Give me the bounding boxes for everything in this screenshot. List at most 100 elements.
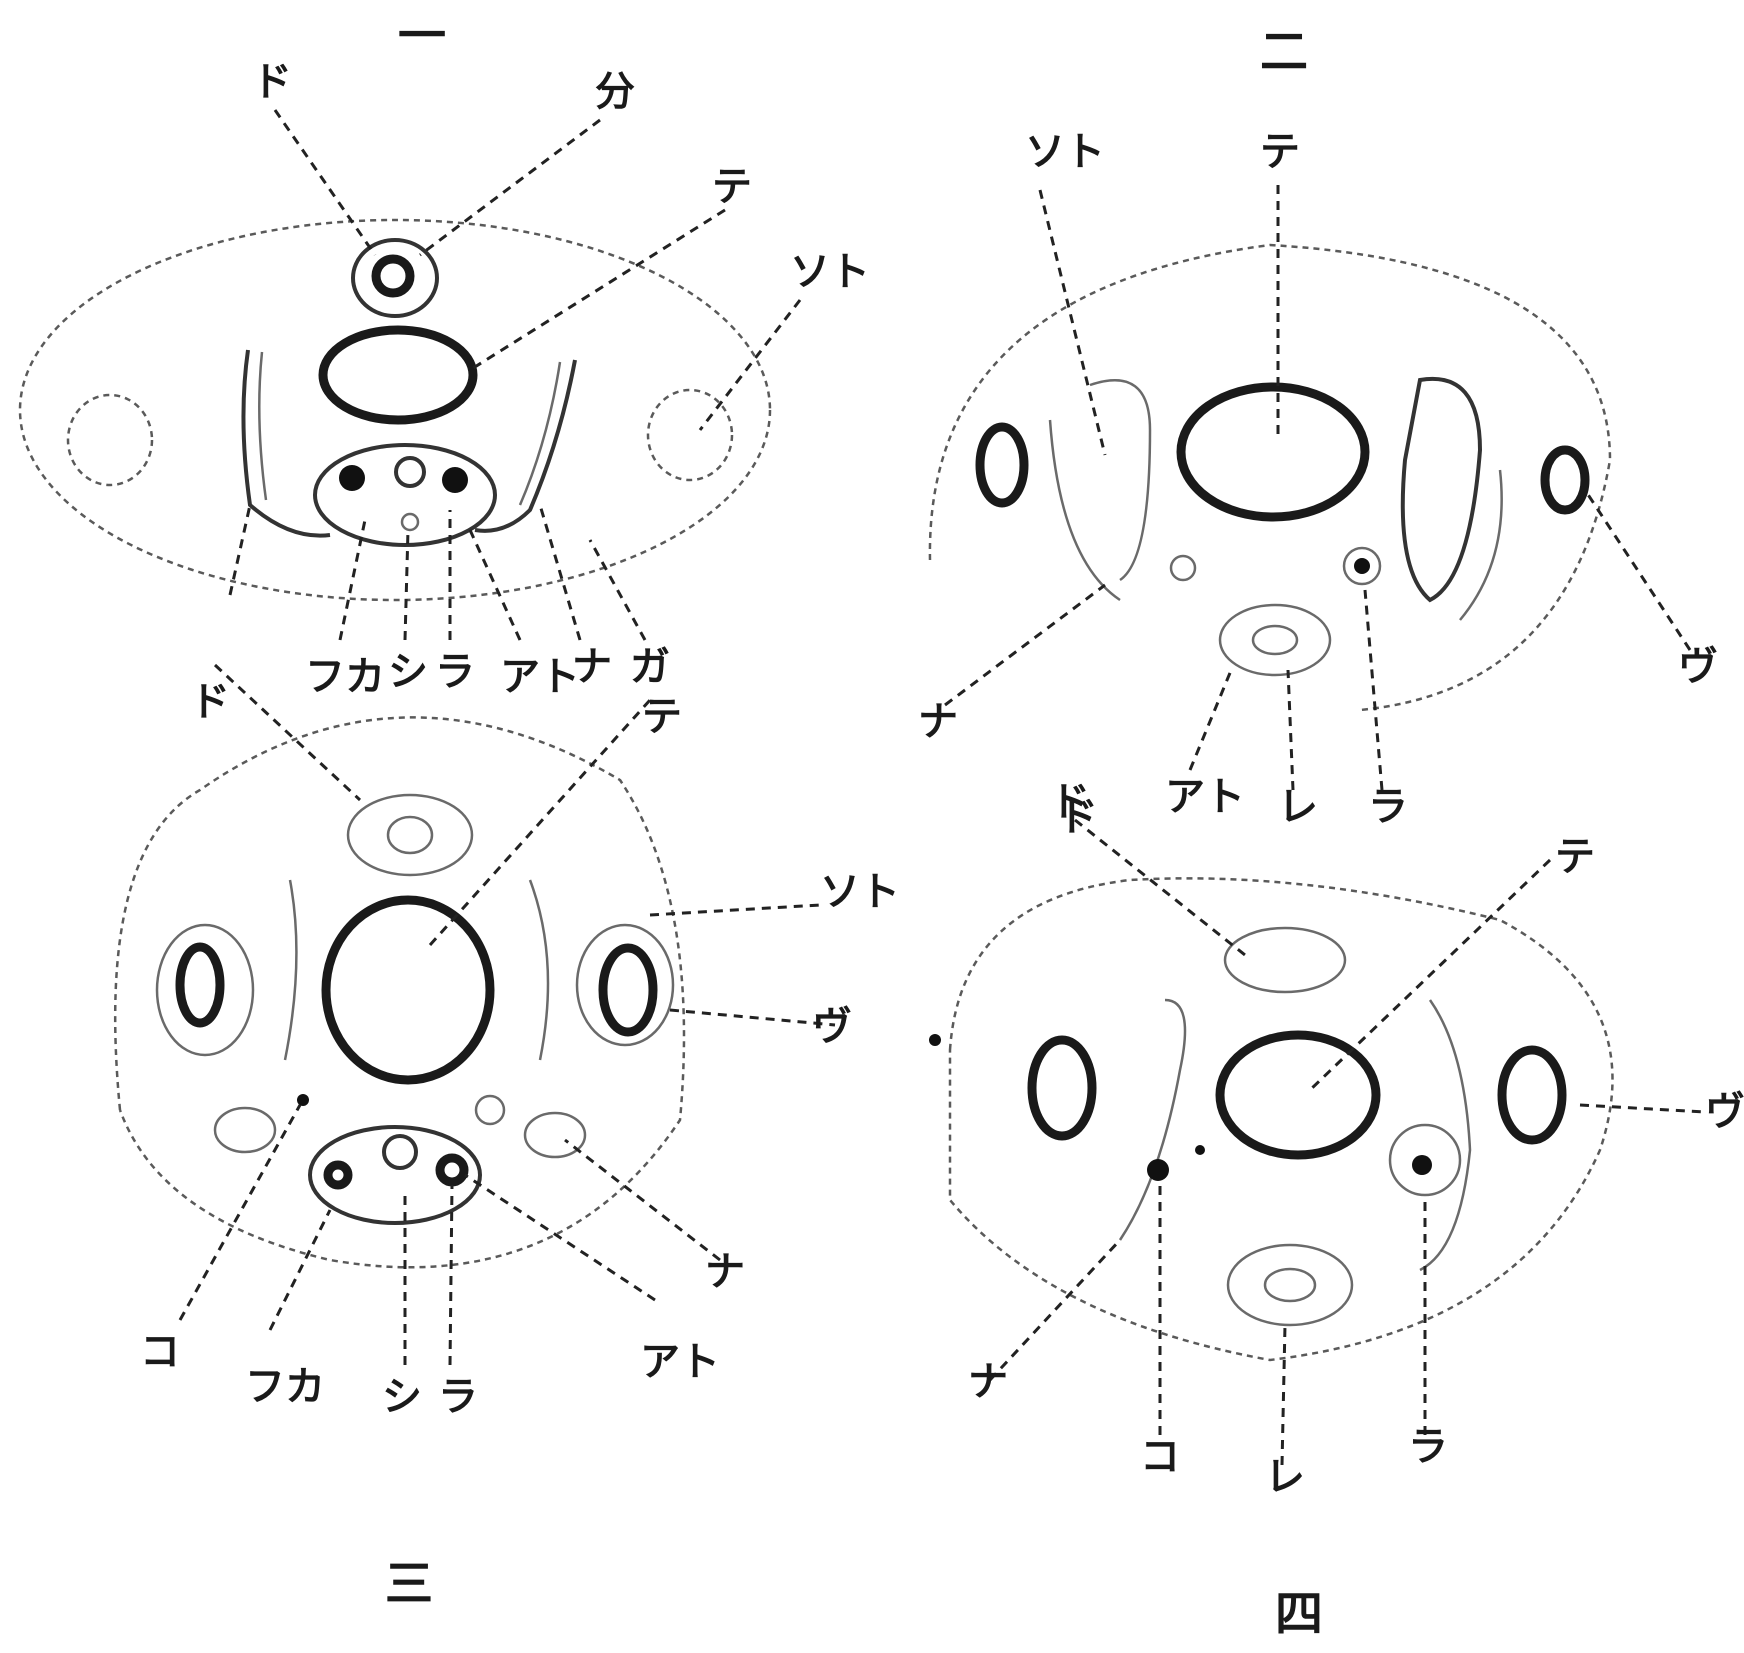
- figure-2-bottom-inner: [1251, 624, 1299, 656]
- figure-1-top-ring: [351, 238, 439, 318]
- figure-4-label: ナ: [968, 1358, 1008, 1405]
- figure-4-number: 四: [1275, 1586, 1323, 1642]
- figure-1-outline: [18, 218, 772, 602]
- figure-2-leader: [944, 583, 1106, 707]
- figure-3-top-oval: [346, 793, 474, 877]
- figure-3-leader: [464, 1173, 656, 1302]
- figure-1-label: ガ: [630, 643, 670, 690]
- figure-4-small-dot: [1195, 1145, 1205, 1155]
- figure-1-number: 一: [398, 8, 446, 64]
- figure-3-bottom-ring-mid: [382, 1134, 418, 1170]
- figure-1-bottom-ring: [394, 456, 426, 488]
- figure-2-leader: [1363, 589, 1384, 791]
- figure-1: 一 ド 分 テ ソト フカ シ ラ アト ナ: [18, 8, 870, 700]
- figure-1-leader: [698, 299, 802, 431]
- figure-4-label: レ: [1265, 1453, 1305, 1500]
- figure-3-central-circle: [321, 895, 495, 1085]
- figure-1-leader: [273, 109, 377, 256]
- figure-3-left-outer: [155, 923, 255, 1057]
- figure-3-bottom-oval: [308, 1125, 482, 1225]
- figure-2-leader: [1286, 669, 1295, 791]
- figure-1-bottom-dot-left: [339, 465, 365, 491]
- figure-1-bottom-oval: [313, 443, 497, 547]
- figure-4-label: コ: [1140, 1433, 1180, 1480]
- figure-2-right-oval: [1540, 445, 1590, 515]
- figure-3-leader: [669, 1008, 836, 1027]
- figure-4-right-dot: [1412, 1155, 1432, 1175]
- figure-3-right-outer: [575, 923, 675, 1047]
- figure-4-bottom-oval: [1226, 1243, 1354, 1327]
- figure-3-bottom-ring-right: [435, 1153, 469, 1187]
- figure-1-label: ド: [252, 58, 292, 105]
- figure-3-left-oval: [175, 942, 225, 1028]
- figure-4-label: ヴ: [1705, 1088, 1744, 1135]
- figure-4-leader: [1308, 858, 1552, 1092]
- figure-2-leader: [1583, 489, 1692, 651]
- figure-2-small-circle: [1169, 554, 1197, 582]
- figure-4-left-oval: [1027, 1035, 1097, 1141]
- figure-2-outline: [928, 243, 1612, 712]
- figure-4-label: ラ: [1408, 1423, 1448, 1470]
- figure-1-label: ナ: [572, 643, 612, 690]
- figure-1-leader: [469, 208, 726, 372]
- figure-3-leader: [178, 1104, 302, 1321]
- figure-1-leader: [468, 529, 522, 641]
- figure-3-leader: [564, 1138, 721, 1262]
- figure-3-label: シ: [382, 1373, 422, 1420]
- figure-2: 二 ソト テ ナ ヴ アト ド レ ラ: [918, 24, 1718, 840]
- figure-1-label: ソト: [790, 248, 870, 295]
- figure-1-left-arm-inner: [258, 351, 268, 501]
- figure-4-label: ド: [1050, 778, 1090, 825]
- figure-3-bottom-ring-left: [323, 1160, 353, 1190]
- figure-2-bottom-oval: [1218, 603, 1332, 677]
- figure-1-leader: [419, 118, 601, 257]
- figure-1-label: フカ: [305, 653, 385, 700]
- figure-2-small-ring: [1342, 546, 1382, 586]
- figure-2-right-lobe: [1400, 376, 1483, 603]
- figure-3-leader: [213, 663, 362, 802]
- figure-1-label: シ: [388, 648, 428, 695]
- figure-3-right-oval: [598, 943, 658, 1037]
- figure-3-right-band: [528, 879, 550, 1061]
- figure-2-central-oval: [1176, 382, 1370, 522]
- figure-4-left-arm: [1118, 998, 1187, 1241]
- figure-1-left-arm: [241, 349, 331, 538]
- figure-3-label: ヴ: [812, 1003, 852, 1050]
- figure-2-label: テ: [1260, 128, 1300, 175]
- figure-2-leader: [1038, 189, 1107, 456]
- figure-3: ド テ ソト ヴ ナ コ フカ シ ラ アト 三: [113, 663, 900, 1612]
- figure-4-dot: [929, 1034, 941, 1046]
- figure-3-right-small: [474, 1094, 506, 1126]
- figure-3-left-band: [283, 879, 298, 1061]
- figure-4: ド テ ヴ ナ コ レ ラ 四: [929, 778, 1744, 1642]
- figure-3-label: ナ: [705, 1248, 745, 1295]
- figure-3-label: ド: [190, 678, 230, 725]
- figure-2-label: ヴ: [1678, 643, 1718, 690]
- figure-4-leader: [1280, 1324, 1287, 1466]
- figure-1-central-oval: [318, 325, 478, 425]
- figure-1-leader: [403, 529, 410, 641]
- figure-2-label: ナ: [918, 698, 958, 745]
- figure-4-central-oval: [1215, 1030, 1381, 1160]
- figure-1-top-core: [371, 254, 415, 298]
- figure-3-leader: [268, 1209, 332, 1331]
- figure-4-right-oval: [1497, 1045, 1567, 1145]
- figure-2-left-oval: [975, 422, 1029, 508]
- figure-3-label: アト: [640, 1338, 720, 1385]
- figure-3-label: フカ: [245, 1363, 325, 1410]
- figure-4-right-arm: [1419, 999, 1472, 1272]
- figure-1-label: テ: [712, 163, 752, 210]
- figure-3-label: テ: [642, 693, 682, 740]
- figure-1-left-circle: [66, 393, 154, 487]
- figure-1-right-arm: [474, 359, 577, 533]
- figure-2-label: ラ: [1368, 783, 1408, 830]
- figure-1-bottom-dot-right: [442, 467, 468, 493]
- figure-1-leader: [538, 504, 582, 641]
- figure-1-leader: [588, 539, 647, 641]
- figure-1-label: ラ: [435, 648, 475, 695]
- figure-3-leader: [448, 1184, 454, 1366]
- figure-1-label: 分: [595, 68, 635, 115]
- figure-3-label: ソト: [820, 868, 900, 915]
- figure-1-leader: [338, 519, 367, 641]
